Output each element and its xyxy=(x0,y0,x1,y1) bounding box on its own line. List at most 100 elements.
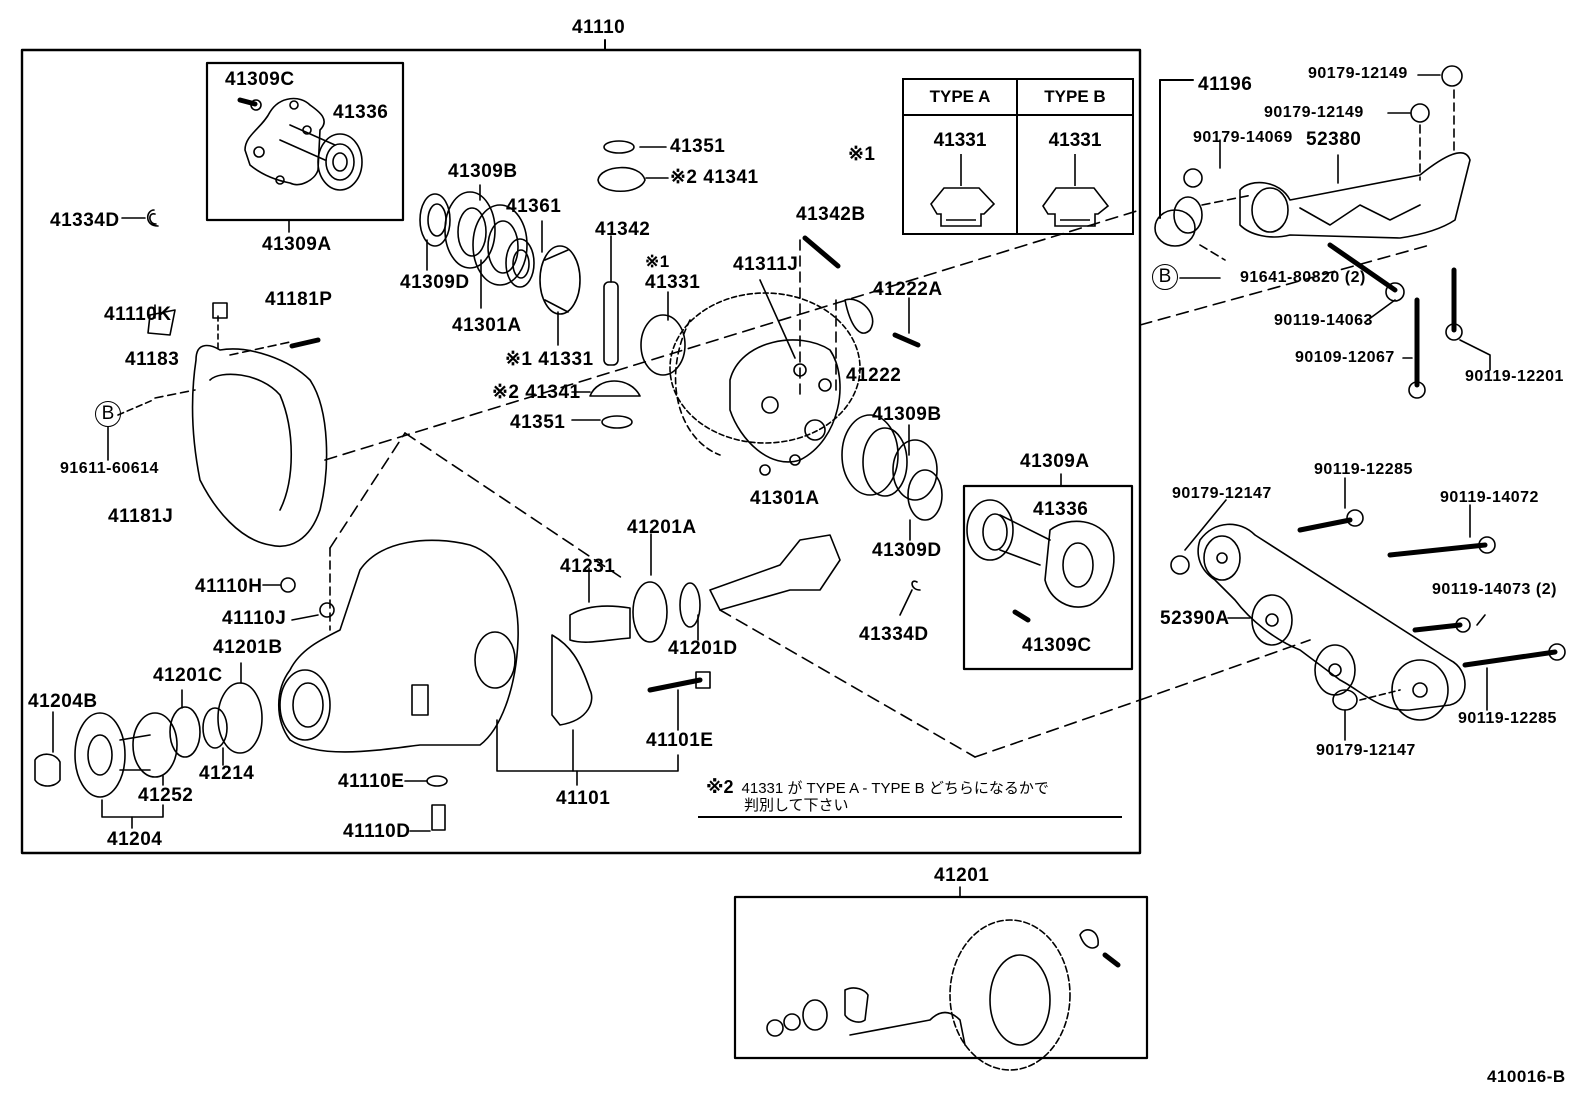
callout-41336-left[interactable]: 41336 xyxy=(333,102,389,123)
callout-41181j[interactable]: 41181J xyxy=(108,506,174,527)
callout-41204b[interactable]: 41204B xyxy=(28,691,98,712)
callout-41309b-upper[interactable]: 41309B xyxy=(448,161,518,182)
bearings-right xyxy=(842,415,942,615)
callout-90119-14073[interactable]: 90119-14073 (2) xyxy=(1432,581,1557,598)
assembly-label-41110: 41110 xyxy=(572,17,626,38)
differential-carrier-housing xyxy=(279,210,1430,757)
carrier-assembly-frame xyxy=(22,50,1140,853)
reference-circle-b-left: B xyxy=(95,401,121,427)
callout-41252[interactable]: 41252 xyxy=(138,785,194,806)
callout-41301a-upper[interactable]: 41301A xyxy=(452,315,522,336)
retainer-box-right xyxy=(964,486,1132,669)
housing-small-parts xyxy=(263,578,447,831)
callout-41201-kit[interactable]: 41201 xyxy=(934,865,990,886)
callout-41361[interactable]: 41361 xyxy=(506,196,562,217)
callout-41309d-right[interactable]: 41309D xyxy=(872,540,942,561)
callout-41201b[interactable]: 41201B xyxy=(213,637,283,658)
note-line-1: 41331 が TYPE A - TYPE B どちらになるかで xyxy=(741,780,1049,797)
callout-90109-12067[interactable]: 90109-12067 xyxy=(1295,349,1395,366)
callout-41110d[interactable]: 41110D xyxy=(343,821,411,842)
callout-41309d-upper[interactable]: 41309D xyxy=(400,272,470,293)
lower-mount-bracket xyxy=(1171,478,1565,740)
callout-41101[interactable]: 41101 xyxy=(556,788,611,809)
callout-90119-12201[interactable]: 90119-12201 xyxy=(1465,368,1564,385)
type-b-part[interactable]: 41331 xyxy=(1048,130,1102,151)
callout-41110j[interactable]: 41110J xyxy=(222,608,287,629)
callout-90179-12147-top[interactable]: 90179-12147 xyxy=(1172,485,1272,502)
callout-52390a[interactable]: 52390A xyxy=(1160,608,1230,629)
callout-41342b[interactable]: 41342B xyxy=(796,204,866,225)
callout-41214[interactable]: 41214 xyxy=(199,763,255,784)
pinion-bearing-group xyxy=(35,663,262,828)
callout-41351-upper[interactable]: 41351 xyxy=(670,136,726,157)
callout-41222a[interactable]: 41222A xyxy=(873,279,943,300)
callout-41311j[interactable]: 41311J xyxy=(733,254,799,275)
callout-41309b-right[interactable]: 41309B xyxy=(872,404,942,425)
callout-41334d-right[interactable]: 41334D xyxy=(859,624,929,645)
differential-case xyxy=(670,238,918,475)
callout-41336-right[interactable]: 41336 xyxy=(1033,499,1089,520)
callout-41110e[interactable]: 41110E xyxy=(338,771,405,792)
note-underline xyxy=(698,816,1122,818)
type-table-marker: ※1 xyxy=(848,144,876,165)
callout-41196[interactable]: 41196 xyxy=(1198,74,1253,95)
drive-pinion xyxy=(497,534,840,785)
callout-90119-12285-bottom[interactable]: 90119-12285 xyxy=(1458,710,1557,727)
callout-90119-12285-top[interactable]: 90119-12285 xyxy=(1314,461,1413,478)
callout-52380[interactable]: 52380 xyxy=(1306,129,1362,150)
callout-41301a-right[interactable]: 41301A xyxy=(750,488,820,509)
callout-41331-lower[interactable]: ※1 41331 xyxy=(505,349,594,370)
callout-41201d[interactable]: 41201D xyxy=(668,638,738,659)
retainer-box-left xyxy=(207,63,403,220)
upper-mount-bracket xyxy=(1155,66,1490,398)
callout-41331-type-marker: ※1 xyxy=(645,252,670,271)
callout-90179-12149-second[interactable]: 90179-12149 xyxy=(1264,104,1364,121)
callout-41351-lower[interactable]: 41351 xyxy=(510,412,566,433)
note-line-2: 判別して下さい xyxy=(744,797,849,814)
retainer-left-art xyxy=(240,99,362,190)
callout-90179-14069[interactable]: 90179-14069 xyxy=(1193,129,1293,146)
callout-41309c-right[interactable]: 41309C xyxy=(1022,635,1092,656)
callout-41334d-left[interactable]: 41334D xyxy=(50,210,120,231)
callout-41110k[interactable]: 41110K xyxy=(104,304,172,325)
type-b-header: TYPE B xyxy=(1018,80,1132,116)
type-b-gear-icon xyxy=(1042,154,1110,227)
callout-41331-center[interactable]: 41331 xyxy=(645,272,701,293)
callout-41342[interactable]: 41342 xyxy=(595,219,651,240)
callout-90119-14072[interactable]: 90119-14072 xyxy=(1440,489,1539,506)
note-marker: ※2 xyxy=(706,777,734,797)
callout-41110h[interactable]: 41110H xyxy=(195,576,263,597)
type-comparison-table: TYPE A TYPE B 41331 41331 xyxy=(902,78,1134,235)
callout-91641-80820[interactable]: 91641-80820 (2) xyxy=(1240,269,1366,286)
callout-91611-60614[interactable]: 91611-60614 xyxy=(60,460,159,477)
reference-circle-b-right: B xyxy=(1152,264,1178,290)
callout-41309c-left[interactable]: 41309C xyxy=(225,69,295,90)
figure-id: 410016-B xyxy=(1487,1067,1566,1086)
type-a-part[interactable]: 41331 xyxy=(933,130,987,151)
retainer-right-art xyxy=(967,500,1114,620)
callout-90179-12149-top[interactable]: 90179-12149 xyxy=(1308,65,1408,82)
callout-41201a[interactable]: 41201A xyxy=(627,517,697,538)
callout-90179-12147-bottom[interactable]: 90179-12147 xyxy=(1316,742,1416,759)
type-a-cell: 41331 xyxy=(904,116,1018,233)
differential-gears xyxy=(572,141,685,428)
callout-41101e[interactable]: 41101E xyxy=(646,730,714,751)
callout-41222[interactable]: 41222 xyxy=(846,365,902,386)
type-a-gear-icon xyxy=(930,154,996,227)
clip-left xyxy=(148,210,158,226)
callout-41183[interactable]: 41183 xyxy=(125,349,180,370)
callout-41341-upper[interactable]: ※2 41341 xyxy=(670,167,759,188)
ring-pinion-kit-box xyxy=(735,897,1147,1058)
callout-41309a-right[interactable]: 41309A xyxy=(1020,451,1090,472)
callout-41231[interactable]: 41231 xyxy=(560,556,616,577)
callout-41309a-left[interactable]: 41309A xyxy=(262,234,332,255)
callout-41341-lower[interactable]: ※2 41341 xyxy=(492,382,581,403)
type-a-header: TYPE A xyxy=(904,80,1018,116)
callout-41181p[interactable]: 41181P xyxy=(265,289,333,310)
callout-41201c[interactable]: 41201C xyxy=(153,665,223,686)
bearings-upper-left xyxy=(420,185,580,345)
ring-pinion-kit-art xyxy=(767,920,1118,1070)
callout-90119-14063[interactable]: 90119-14063 xyxy=(1274,312,1373,329)
callout-41204[interactable]: 41204 xyxy=(107,829,163,850)
